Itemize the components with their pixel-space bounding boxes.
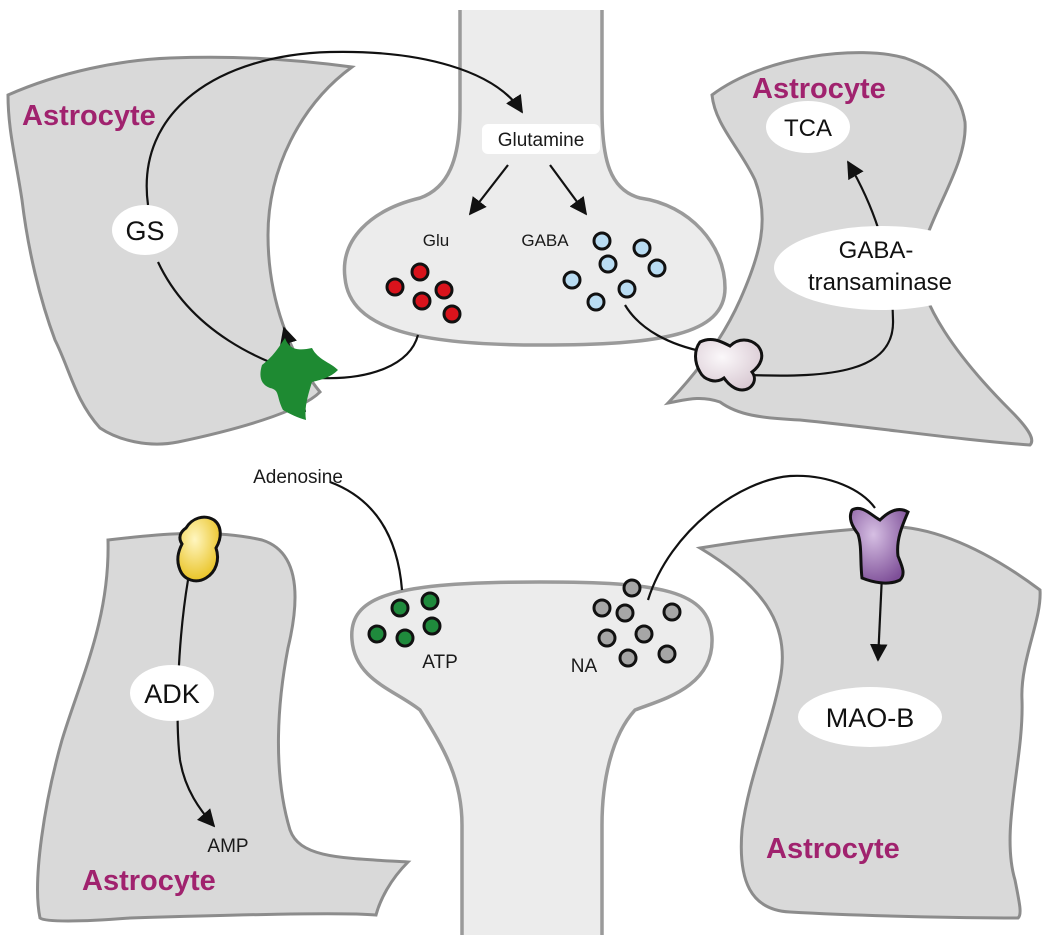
gaba-release-arrow — [624, 304, 706, 354]
glu-release-arrow — [319, 334, 420, 380]
gaba-transaminase-label-line2: transaminase — [808, 269, 952, 296]
presynaptic-terminal-bottom — [350, 580, 714, 935]
na-vesicle — [615, 603, 635, 623]
astrocyte-top-left — [6, 55, 356, 446]
gaba-vesicle — [617, 279, 637, 299]
na-to-maob-arrow — [869, 574, 888, 662]
na-vesicle — [662, 602, 682, 622]
glutamate-transporter-icon — [260, 338, 338, 420]
glutamine-label: Glutamine — [498, 130, 585, 151]
na-vesicle — [618, 648, 638, 668]
gaba-transporter-icon — [694, 338, 764, 392]
atp-vesicle — [395, 628, 415, 648]
atp-to-adenosine-arrow — [329, 480, 404, 591]
mao-b-label: MAO-B — [826, 703, 915, 733]
gs-to-glutamine-arrow — [145, 50, 523, 206]
atp-vesicle — [420, 591, 440, 611]
na-vesicle — [634, 624, 654, 644]
atp-vesicles — [367, 591, 442, 648]
gaba-vesicle — [586, 292, 606, 312]
na-vesicle — [597, 628, 617, 648]
gaba-transaminase-label-line1: GABA- — [839, 237, 914, 264]
atp-label: ATP — [422, 652, 458, 673]
astrocyte-label: Astrocyte — [22, 100, 156, 132]
glu-vesicle — [410, 262, 430, 282]
adenosine-transporter-icon — [176, 515, 222, 583]
gaba-label: GABA — [521, 231, 569, 250]
glu-vesicles — [385, 262, 462, 324]
glutamine-to-gaba-arrow — [549, 164, 588, 216]
na-vesicle — [622, 578, 642, 598]
presynaptic-terminal-top — [342, 10, 727, 347]
na-vesicle — [657, 644, 677, 664]
glu-vesicle — [442, 304, 462, 324]
na-vesicles — [592, 578, 682, 668]
gaba-to-tca-arrow — [749, 160, 895, 377]
atp-vesicle — [367, 624, 387, 644]
gaba-vesicle — [647, 258, 667, 278]
gs-label: GS — [125, 216, 164, 246]
astrocyte-label: Astrocyte — [82, 865, 216, 897]
astrocyte-label: Astrocyte — [766, 833, 900, 865]
gaba-vesicles — [562, 231, 667, 312]
glu-label: Glu — [423, 231, 449, 250]
glu-vesicle — [385, 277, 405, 297]
gaba-transaminase-bubble — [774, 226, 990, 310]
na-uptake-arrow — [646, 474, 876, 601]
gs-bubble — [112, 205, 178, 255]
glutamine-to-glu-arrow — [468, 164, 509, 216]
na-transporter-icon — [848, 506, 910, 585]
atp-vesicle — [390, 598, 410, 618]
glutamine-bubble — [482, 124, 600, 154]
adenosine-to-amp-arrow — [176, 579, 216, 828]
gaba-vesicle — [562, 270, 582, 290]
adenosine-label: Adenosine — [253, 467, 343, 488]
tca-bubble — [766, 101, 850, 153]
gaba-vesicle — [598, 254, 618, 274]
na-vesicle — [592, 598, 612, 618]
gaba-vesicle — [632, 238, 652, 258]
tca-label: TCA — [784, 115, 832, 142]
adk-bubble — [130, 665, 214, 721]
na-label: NA — [571, 656, 598, 677]
glu-vesicle — [412, 291, 432, 311]
gaba-vesicle — [592, 231, 612, 251]
amp-label: AMP — [207, 836, 248, 857]
mao-b-bubble — [798, 687, 942, 747]
atp-vesicle — [422, 616, 442, 636]
astrocyte-bottom-left — [36, 531, 412, 923]
adk-label: ADK — [144, 679, 200, 709]
glu-vesicle — [434, 280, 454, 300]
astrocyte-label: Astrocyte — [752, 73, 886, 105]
